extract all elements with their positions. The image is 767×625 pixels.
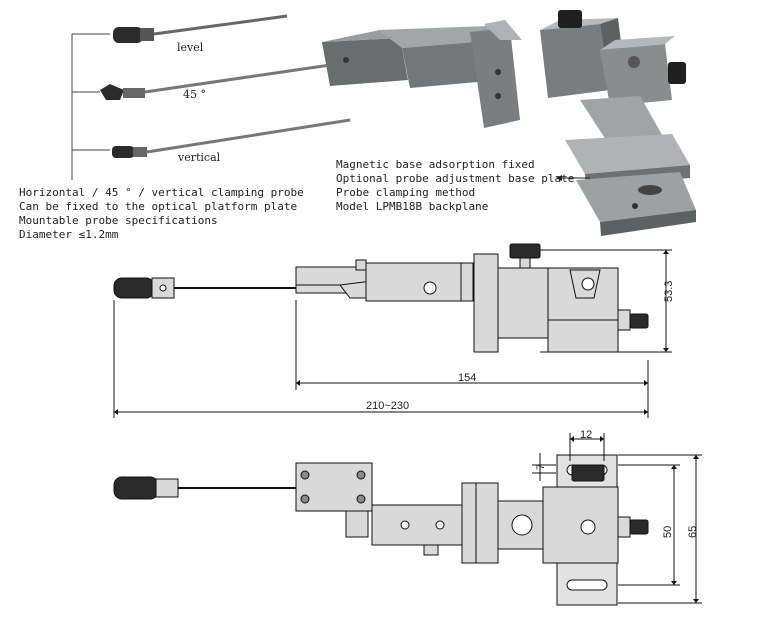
probe-bracket xyxy=(71,33,110,180)
note-line: Model LPMB18B backplane xyxy=(336,200,489,213)
left-notes: Horizontal / 45 ° / vertical clamping pr… xyxy=(19,186,304,242)
label-level: level xyxy=(177,41,204,54)
note-line: Optional probe adjustment base plate xyxy=(336,172,575,185)
note-line: Horizontal / 45 ° / vertical clamping pr… xyxy=(19,186,304,199)
probe-level xyxy=(113,14,288,43)
right-notes: Magnetic base adsorption fixed Optional … xyxy=(336,158,574,214)
dim-top-width: 12 xyxy=(580,429,593,441)
pointer-arrow xyxy=(556,175,590,181)
note-line: Magnetic base adsorption fixed xyxy=(336,158,535,171)
dim-length-main: 154 xyxy=(458,372,477,384)
probe-vertical xyxy=(112,118,351,158)
dim-outer-height: 65 xyxy=(687,525,699,538)
top-view-drawing xyxy=(113,433,702,606)
label-45: 45 ° xyxy=(183,88,206,101)
dim-height: 53.3 xyxy=(663,280,675,302)
label-vertical: vertical xyxy=(178,151,221,164)
probe-holder-illustration xyxy=(71,10,696,236)
dim-inner-height: 50 xyxy=(662,525,674,538)
note-line: Can be fixed to the optical platform pla… xyxy=(19,200,298,213)
adjustment-stage xyxy=(540,10,696,236)
dim-top-offset: 7 xyxy=(535,463,547,470)
note-line: Diameter ≤1.2mm xyxy=(19,228,119,241)
note-line: Probe clamping method xyxy=(336,186,476,199)
dim-length-total: 210~230 xyxy=(366,400,410,412)
holder-assembly xyxy=(322,20,522,128)
note-line: Mountable probe specifications xyxy=(19,214,218,227)
probe-45 xyxy=(100,63,331,100)
side-view-drawing xyxy=(113,243,672,418)
